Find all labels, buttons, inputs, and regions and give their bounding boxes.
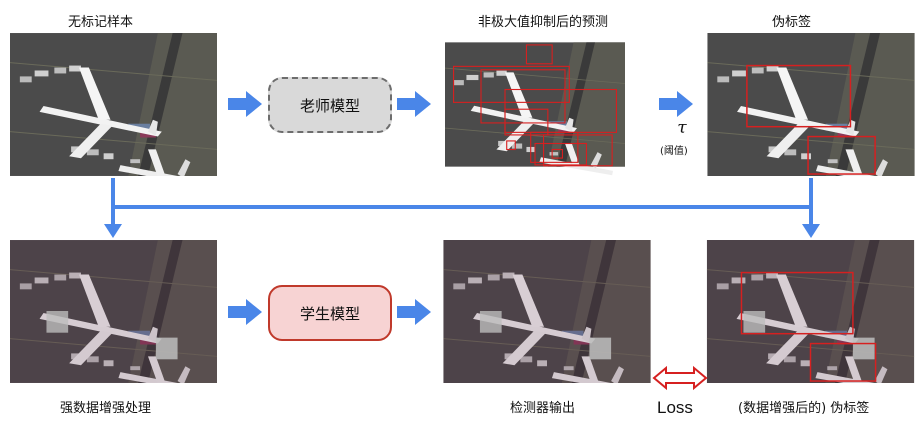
threshold-symbol: τ	[677, 118, 687, 138]
loss-label: Loss	[657, 398, 693, 417]
loss-double-arrow	[652, 365, 708, 391]
teacher-model-box: 老师模型	[268, 77, 392, 133]
student-model-label: 学生模型	[299, 304, 360, 323]
aug-pseudo-label-title: (数据增强后的) 伪标签	[738, 401, 870, 416]
arrow-to-nms	[397, 91, 431, 117]
arrow-to-detector-output	[397, 299, 431, 325]
arrow-to-pseudo	[659, 91, 693, 117]
detector-output-label: 检测器输出	[510, 401, 576, 416]
threshold-label: (阈值)	[660, 146, 688, 157]
arrow-to-teacher	[228, 91, 262, 117]
nms-prediction-image	[445, 33, 625, 176]
teacher-model-label: 老师模型	[299, 96, 360, 115]
strong-aug-label: 强数据增强处理	[60, 401, 152, 416]
pseudo-label-image	[706, 33, 916, 176]
arrow-to-student	[228, 299, 262, 325]
nms-label: 非极大值抑制后的预测	[478, 15, 609, 30]
unlabeled-label: 无标记样本	[68, 15, 134, 30]
aug-pseudo-label-image	[703, 240, 918, 383]
student-model-box: 学生模型	[268, 285, 392, 341]
strong-aug-image	[10, 240, 217, 383]
unlabeled-image	[10, 33, 217, 176]
detector-output-image	[438, 240, 656, 383]
pseudo-label-title: 伪标签	[772, 15, 812, 30]
